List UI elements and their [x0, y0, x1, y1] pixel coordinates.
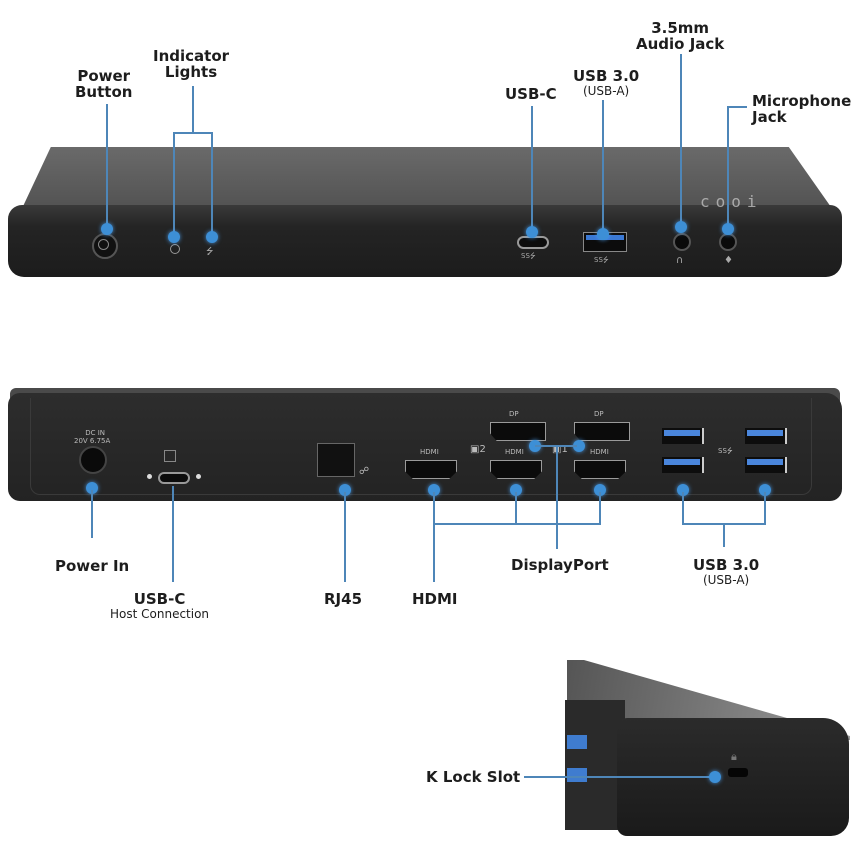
- callout-line: [602, 100, 604, 230]
- callout-line: [764, 492, 766, 524]
- callout-line: [680, 54, 682, 226]
- label-hdmi: HDMI: [412, 590, 458, 608]
- dc-power-jack[interactable]: [79, 446, 107, 474]
- kensington-lock-slot[interactable]: [728, 768, 748, 777]
- callout-dot: [573, 440, 585, 452]
- callout-dot: [722, 223, 734, 235]
- callout-line: [599, 492, 601, 524]
- network-icon: ☍: [359, 466, 370, 477]
- callout-dot: [675, 221, 687, 233]
- microphone-jack[interactable]: [719, 233, 737, 251]
- hdmi-text: HDMI: [590, 448, 609, 456]
- label-k-lock-slot: K Lock Slot: [426, 768, 521, 786]
- callout-line: [727, 106, 729, 228]
- callout-line: [524, 776, 714, 778]
- dock-side-back: [565, 700, 625, 830]
- callout-line: [515, 492, 517, 524]
- rj45-port[interactable]: [317, 443, 355, 477]
- power-indicator-light: [170, 244, 180, 254]
- lock-icon: 🔒︎: [731, 750, 737, 763]
- host-led-right: [196, 474, 201, 479]
- label-front-usb-c: USB-C: [505, 85, 557, 103]
- usb-a-mark: SS⭍: [594, 256, 609, 264]
- callout-dot: [510, 484, 522, 496]
- callout-line: [173, 132, 175, 232]
- label-power-in: Power In: [55, 557, 130, 575]
- label-power-button: Power Button: [75, 67, 133, 101]
- callout-line: [172, 486, 174, 582]
- hdmi-port-3[interactable]: [574, 460, 626, 479]
- audio-jack[interactable]: [673, 233, 691, 251]
- host-usb-c-port[interactable]: [158, 472, 190, 484]
- callout-dot: [101, 223, 113, 235]
- dock-back-panel: [30, 398, 812, 495]
- brand-logo: cooi: [700, 192, 763, 211]
- host-led-left: [147, 474, 152, 479]
- label-indicator-lights: Indicator Lights: [153, 47, 230, 81]
- label-audio-jack: 3.5mm Audio Jack: [636, 19, 725, 53]
- callout-line: [344, 492, 346, 582]
- callout-line: [531, 106, 533, 230]
- usb-a-port-1[interactable]: [662, 428, 704, 444]
- callout-line: [211, 132, 213, 232]
- displayport-port-1[interactable]: [574, 422, 630, 441]
- callout-dot: [428, 484, 440, 496]
- usb-a-port-3[interactable]: [745, 428, 787, 444]
- front-usb-c-port[interactable]: [517, 236, 549, 249]
- label-displayport: DisplayPort: [511, 556, 609, 574]
- callout-line: [433, 492, 435, 582]
- usb-indicator-icon: ⭍: [206, 247, 214, 257]
- usb-c-mark: SS⭍: [521, 252, 536, 260]
- callout-dot: [759, 484, 771, 496]
- callout-dot: [206, 231, 218, 243]
- callout-dot: [526, 226, 538, 238]
- callout-line: [433, 523, 601, 525]
- dock-front-face: [8, 205, 842, 277]
- callout-line: [192, 86, 194, 132]
- label-rj45: RJ45: [324, 590, 363, 608]
- callout-line: [682, 492, 684, 524]
- label-microphone-jack: Microphone Jack: [752, 92, 852, 126]
- side-usb-port-1: [567, 735, 587, 749]
- callout-line: [723, 523, 725, 547]
- label-usb-c-host: USB-C Host Connection: [110, 590, 210, 621]
- power-icon: [98, 239, 109, 250]
- callout-line: [91, 490, 93, 538]
- hdmi-port-2[interactable]: [490, 460, 542, 479]
- dock-back-face: [8, 393, 842, 501]
- side-usb-port-2: [567, 768, 587, 782]
- callout-dot: [709, 771, 721, 783]
- callout-line: [727, 106, 747, 108]
- usb-symbol: SS⭍: [718, 447, 733, 455]
- hdmi-text: HDMI: [420, 448, 439, 456]
- callout-dot: [168, 231, 180, 243]
- callout-dot: [594, 484, 606, 496]
- usb-a-port-4[interactable]: [745, 457, 787, 473]
- callout-dot: [677, 484, 689, 496]
- dp-text: DP: [594, 410, 604, 418]
- callout-dot: [86, 482, 98, 494]
- microphone-icon: ♦: [724, 255, 733, 266]
- hdmi-port-1[interactable]: [405, 460, 457, 479]
- displayport-port-2[interactable]: [490, 422, 546, 441]
- monitor-2-icon: ▣2: [470, 444, 486, 455]
- dp-text: DP: [509, 410, 519, 418]
- laptop-icon: [164, 450, 176, 462]
- headphone-icon: ∩: [676, 255, 684, 266]
- callout-line: [556, 445, 558, 549]
- callout-line: [106, 104, 108, 228]
- callout-dot: [339, 484, 351, 496]
- callout-dot: [597, 228, 609, 240]
- label-back-usb3: USB 3.0 (USB-A): [693, 556, 760, 587]
- dc-in-text: DC IN 20V 6.75A: [74, 429, 111, 445]
- callout-line: [173, 132, 213, 134]
- hdmi-text: HDMI: [505, 448, 524, 456]
- usb-a-port-2[interactable]: [662, 457, 704, 473]
- label-front-usb3: USB 3.0 (USB-A): [573, 67, 640, 98]
